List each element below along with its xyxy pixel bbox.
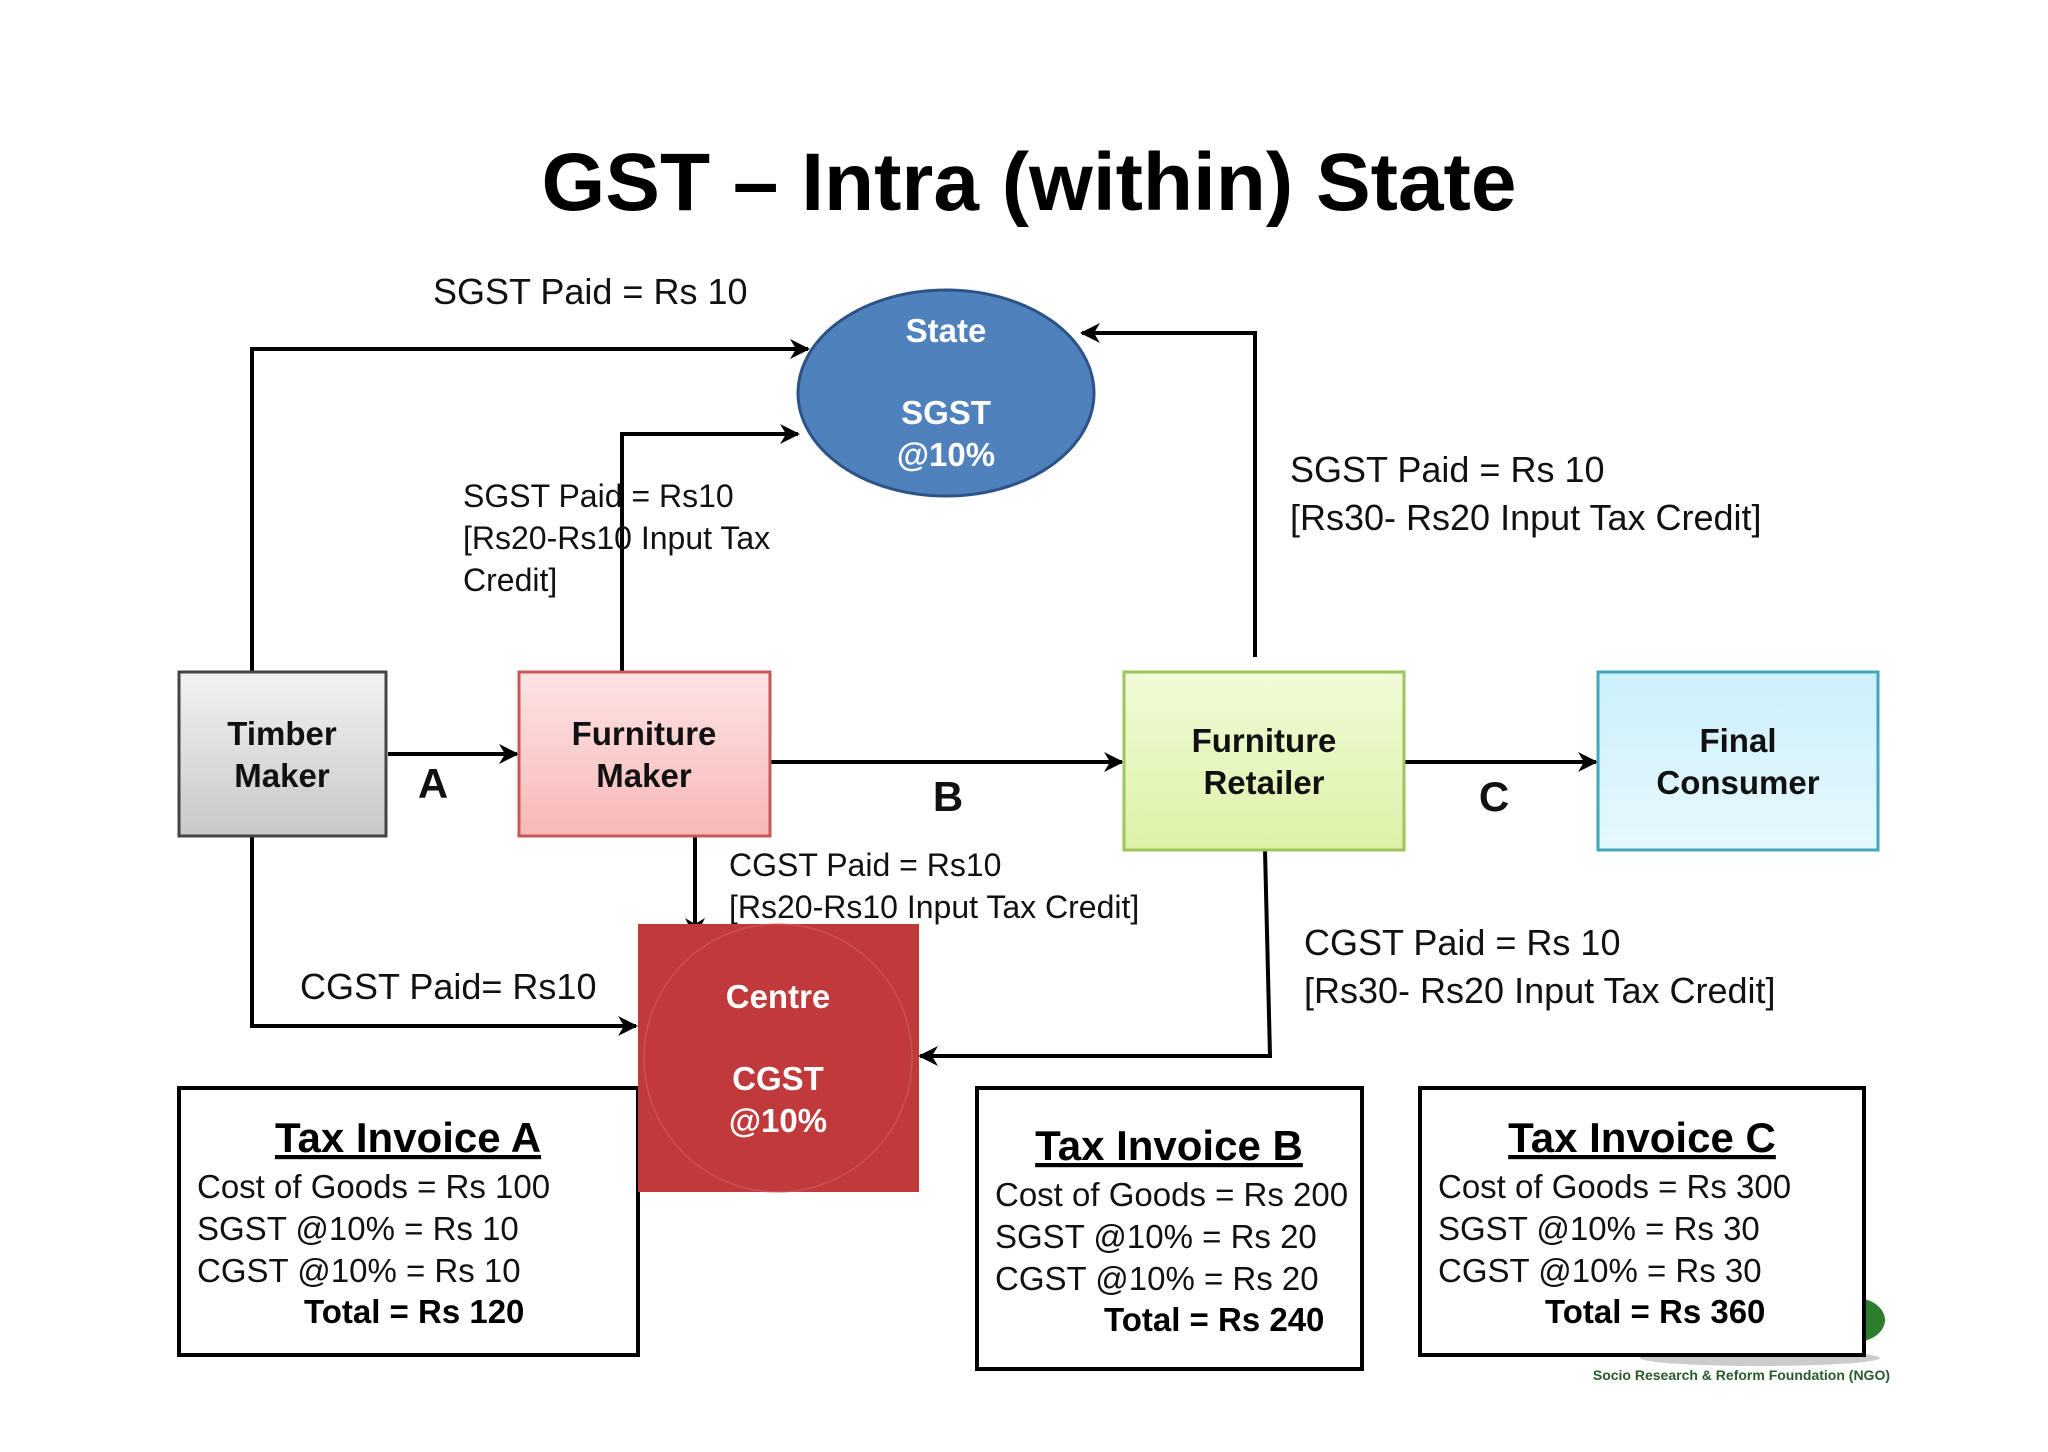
centre-circle-outline xyxy=(643,923,913,1193)
tax-invoice-c-line2: SGST @10% = Rs 30 xyxy=(1438,1210,1760,1247)
furniture-maker-node: Furniture Maker xyxy=(517,670,772,838)
tax-invoice-c-total: Total = Rs 360 xyxy=(1545,1293,1765,1330)
tax-invoice-b-line2: SGST @10% = Rs 20 xyxy=(995,1218,1317,1255)
state-node: State SGST @10% xyxy=(796,288,1096,498)
tax-invoice-c-title: Tax Invoice C xyxy=(1508,1114,1776,1161)
tax-invoice-c-box xyxy=(1418,1086,1866,1357)
final-consumer-node: Final Consumer xyxy=(1596,670,1880,852)
maker-sgst-annotation: SGST Paid = Rs10 [Rs20-Rs10 Input Tax Cr… xyxy=(463,478,770,598)
centre-node: Centre CGST @10% xyxy=(638,923,919,1193)
final-consumer-box xyxy=(1596,670,1880,852)
arrow-maker-to-state xyxy=(620,424,800,672)
final-consumer-line1: Final xyxy=(1699,722,1776,759)
tax-invoice-c-line1: Cost of Goods = Rs 300 xyxy=(1438,1168,1791,1205)
footer-organization: Socio Research & Reform Foundation (NGO) xyxy=(1593,1367,1890,1383)
page-title: GST – Intra (within) State xyxy=(542,137,1517,228)
maker-sgst-line1: SGST Paid = Rs10 xyxy=(463,478,734,514)
tax-invoice-a-total: Total = Rs 120 xyxy=(304,1293,524,1330)
tax-invoice-a-line1: Cost of Goods = Rs 100 xyxy=(197,1168,550,1205)
tax-invoice-b-line3: CGST @10% = Rs 20 xyxy=(995,1260,1319,1297)
arrow-timber-to-state xyxy=(250,339,810,672)
tax-invoice-c-line3: CGST @10% = Rs 30 xyxy=(1438,1252,1762,1289)
centre-label: Centre xyxy=(726,978,831,1015)
timber-maker-line2: Maker xyxy=(234,757,330,794)
state-sgst-label: SGST xyxy=(901,394,991,431)
furniture-maker-line1: Furniture xyxy=(572,715,717,752)
maker-cgst-annotation: CGST Paid = Rs10 [Rs20-Rs10 Input Tax Cr… xyxy=(729,847,1139,925)
centre-box xyxy=(638,924,919,1192)
final-consumer-line2: Consumer xyxy=(1656,764,1819,801)
arrow-retailer-to-centre xyxy=(918,849,1273,1066)
arrow-timber-to-centre xyxy=(250,836,638,1036)
furniture-retailer-line2: Retailer xyxy=(1203,764,1324,801)
timber-maker-line1: Timber xyxy=(227,715,337,752)
centre-rate-label: @10% xyxy=(729,1102,827,1139)
flow-label-a: A xyxy=(418,760,448,807)
retailer-cgst-line1: CGST Paid = Rs 10 xyxy=(1304,922,1620,963)
timber-maker-box xyxy=(177,670,388,838)
furniture-maker-box xyxy=(517,670,772,838)
state-ellipse xyxy=(796,288,1096,498)
tax-invoice-a-title: Tax Invoice A xyxy=(275,1114,541,1161)
centre-cgst-label: CGST xyxy=(732,1060,824,1097)
furniture-retailer-node: Furniture Retailer xyxy=(1122,670,1406,852)
retailer-sgst-line1: SGST Paid = Rs 10 xyxy=(1290,449,1605,490)
tax-invoice-a: Tax Invoice A Cost of Goods = Rs 100 SGS… xyxy=(177,1086,640,1357)
flow-label-c: C xyxy=(1479,773,1509,820)
arrow-retailer-to-state xyxy=(1080,323,1257,657)
state-rate-label: @10% xyxy=(897,436,995,473)
furniture-retailer-line1: Furniture xyxy=(1192,722,1337,759)
furniture-retailer-box xyxy=(1122,670,1406,852)
retailer-sgst-annotation: SGST Paid = Rs 10 [Rs30- Rs20 Input Tax … xyxy=(1290,449,1762,538)
tax-invoice-b: Tax Invoice B Cost of Goods = Rs 200 SGS… xyxy=(975,1086,1364,1371)
tax-invoice-b-total: Total = Rs 240 xyxy=(1104,1301,1324,1338)
state-label: State xyxy=(906,312,987,349)
maker-sgst-line2: [Rs20-Rs10 Input Tax xyxy=(463,520,770,556)
tax-invoice-b-box xyxy=(975,1086,1364,1371)
timber-cgst-annotation: CGST Paid= Rs10 xyxy=(300,966,596,1007)
tax-invoice-a-line2: SGST @10% = Rs 10 xyxy=(197,1210,519,1247)
maker-sgst-line3: Credit] xyxy=(463,562,557,598)
tax-invoice-a-box xyxy=(177,1086,640,1357)
flow-label-b: B xyxy=(933,773,963,820)
timber-maker-node: Timber Maker xyxy=(177,670,388,838)
maker-cgst-line2: [Rs20-Rs10 Input Tax Credit] xyxy=(729,889,1139,925)
retailer-cgst-annotation: CGST Paid = Rs 10 [Rs30- Rs20 Input Tax … xyxy=(1304,922,1776,1011)
furniture-maker-line2: Maker xyxy=(596,757,692,794)
connectors xyxy=(250,323,1598,1066)
tax-invoice-b-line1: Cost of Goods = Rs 200 xyxy=(995,1176,1348,1213)
retailer-sgst-line2: [Rs30- Rs20 Input Tax Credit] xyxy=(1290,497,1762,538)
tax-invoice-a-line3: CGST @10% = Rs 10 xyxy=(197,1252,521,1289)
tax-invoice-b-title: Tax Invoice B xyxy=(1035,1122,1303,1169)
maker-cgst-line1: CGST Paid = Rs10 xyxy=(729,847,1001,883)
tax-invoice-c: Tax Invoice C Cost of Goods = Rs 300 SGS… xyxy=(1418,1086,1866,1357)
timber-sgst-annotation: SGST Paid = Rs 10 xyxy=(433,271,748,312)
retailer-cgst-line2: [Rs30- Rs20 Input Tax Credit] xyxy=(1304,970,1776,1011)
